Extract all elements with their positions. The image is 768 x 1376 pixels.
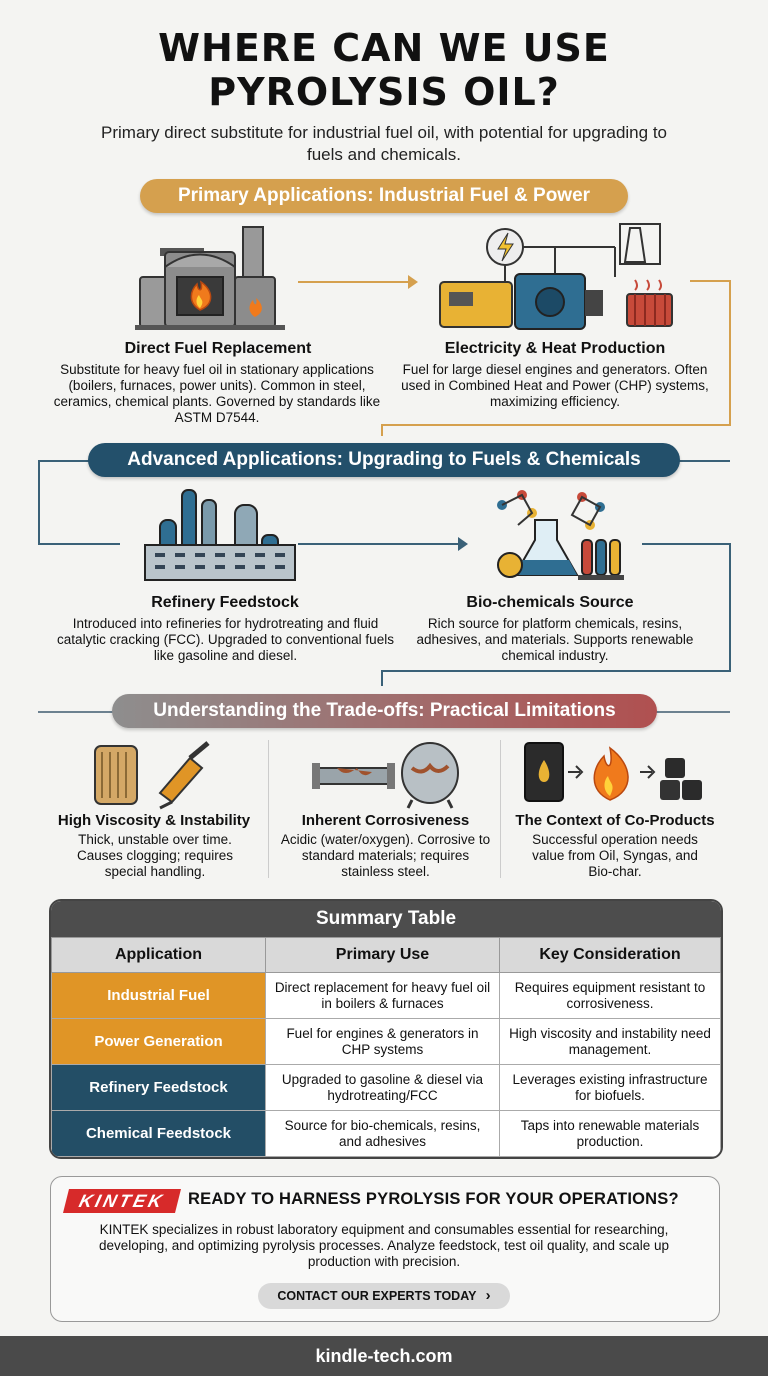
table-cell-primary-use: Upgraded to gasoline & diesel via hydrot… xyxy=(265,1064,500,1111)
table-cell-application: Chemical Feedstock xyxy=(51,1110,266,1157)
page-subtitle: Primary direct substitute for industrial… xyxy=(101,123,667,164)
table-cell-key-consideration: Taps into renewable materials production… xyxy=(499,1110,721,1157)
connector xyxy=(38,543,120,545)
connector xyxy=(642,543,730,545)
arrow-head-primary xyxy=(408,275,418,289)
connector xyxy=(381,424,383,436)
refinery-icon xyxy=(144,489,296,581)
coproducts-text: Successful operation needs value from Oi… xyxy=(532,832,698,879)
cta-title: READY TO HARNESS PYROLYSIS FOR YOUR OPER… xyxy=(188,1190,679,1208)
connector xyxy=(381,670,383,686)
corrosiveness-text: Acidic (water/oxygen). Corrosive to stan… xyxy=(280,832,491,879)
flow-arrow-advanced xyxy=(298,543,460,545)
generator-icon xyxy=(439,223,673,330)
biochemicals-text: Rich source for platform chemicals, resi… xyxy=(416,616,694,663)
table-cell-application: Refinery Feedstock xyxy=(51,1064,266,1111)
refinery-feedstock-text: Introduced into refineries for hydrotrea… xyxy=(57,616,394,663)
table-cell-key-consideration: Leverages existing infrastructure for bi… xyxy=(499,1064,721,1111)
table-cell-primary-use: Source for bio-chemicals, resins, and ad… xyxy=(265,1110,500,1157)
direct-fuel-title: Direct Fuel Replacement xyxy=(124,340,312,357)
column-divider xyxy=(268,740,269,878)
table-row: Industrial Fuel Direct replacement for h… xyxy=(51,972,721,1019)
flow-arrow-primary xyxy=(298,281,410,283)
coproducts-title: The Context of Co-Products xyxy=(515,812,715,829)
table-row: Refinery Feedstock Upgraded to gasoline … xyxy=(51,1064,721,1111)
connector xyxy=(729,280,731,425)
contact-experts-button[interactable]: CONTACT OUR EXPERTS TODAY › xyxy=(258,1283,510,1309)
filter-injector-icon xyxy=(94,741,210,810)
summary-table-title: Summary Table xyxy=(51,901,721,937)
table-header-application: Application xyxy=(51,937,266,973)
table-header-primary-use: Primary Use xyxy=(265,937,500,973)
connector xyxy=(690,280,730,282)
chevron-right-icon: › xyxy=(485,1287,491,1304)
table-row: Chemical Feedstock Source for bio-chemic… xyxy=(51,1110,721,1157)
table-row: Power Generation Fuel for engines & gene… xyxy=(51,1018,721,1065)
title-line-1: WHERE CAN WE USE xyxy=(158,26,610,70)
arrow-head-advanced xyxy=(458,537,468,551)
viscosity-text: Thick, unstable over time. Causes cloggi… xyxy=(76,832,234,879)
corrosiveness-title: Inherent Corrosiveness xyxy=(301,812,470,829)
biochemicals-title: Bio-chemicals Source xyxy=(466,594,634,611)
table-cell-application: Industrial Fuel xyxy=(51,972,266,1019)
connector xyxy=(729,543,731,671)
viscosity-title: High Viscosity & Instability xyxy=(57,812,251,829)
corroded-pipe-icon xyxy=(312,742,459,809)
connector xyxy=(382,424,731,426)
table-cell-key-consideration: Requires equipment resistant to corrosiv… xyxy=(499,972,721,1019)
table-cell-primary-use: Fuel for engines & generators in CHP sys… xyxy=(265,1018,500,1065)
kintek-logo: KINTEK xyxy=(63,1189,181,1213)
table-cell-primary-use: Direct replacement for heavy fuel oil in… xyxy=(265,972,500,1019)
connector xyxy=(382,670,731,672)
title-line-2: PYROLYSIS OIL? xyxy=(208,70,560,114)
cta-text: KINTEK specializes in robust laboratory … xyxy=(98,1222,670,1269)
electricity-heat-text: Fuel for large diesel engines and genera… xyxy=(401,362,709,409)
electricity-heat-title: Electricity & Heat Production xyxy=(444,340,666,357)
column-divider xyxy=(500,740,501,878)
oil-syngas-char-icon xyxy=(524,742,702,802)
tradeoffs-banner: Understanding the Trade-offs: Practical … xyxy=(112,694,657,728)
direct-fuel-text: Substitute for heavy fuel oil in station… xyxy=(53,362,381,425)
footer-url-link[interactable]: kindle-tech.com xyxy=(315,1346,453,1366)
chemistry-flask-icon xyxy=(497,490,624,580)
page-title: WHERE CAN WE USE PYROLYSIS OIL? xyxy=(0,26,768,114)
primary-applications-banner: Primary Applications: Industrial Fuel & … xyxy=(140,179,628,213)
summary-table: Summary Table Application Primary Use Ke… xyxy=(49,899,723,1159)
contact-experts-label: CONTACT OUR EXPERTS TODAY xyxy=(277,1289,477,1303)
table-cell-key-consideration: High viscosity and instability need mana… xyxy=(499,1018,721,1065)
table-header-key-consideration: Key Consideration xyxy=(499,937,721,973)
connector xyxy=(38,460,40,544)
footer: kindle-tech.com xyxy=(0,1336,768,1376)
advanced-applications-banner: Advanced Applications: Upgrading to Fuel… xyxy=(88,443,680,477)
refinery-feedstock-title: Refinery Feedstock xyxy=(151,594,299,611)
table-cell-application: Power Generation xyxy=(51,1018,266,1065)
furnace-icon xyxy=(135,226,285,330)
